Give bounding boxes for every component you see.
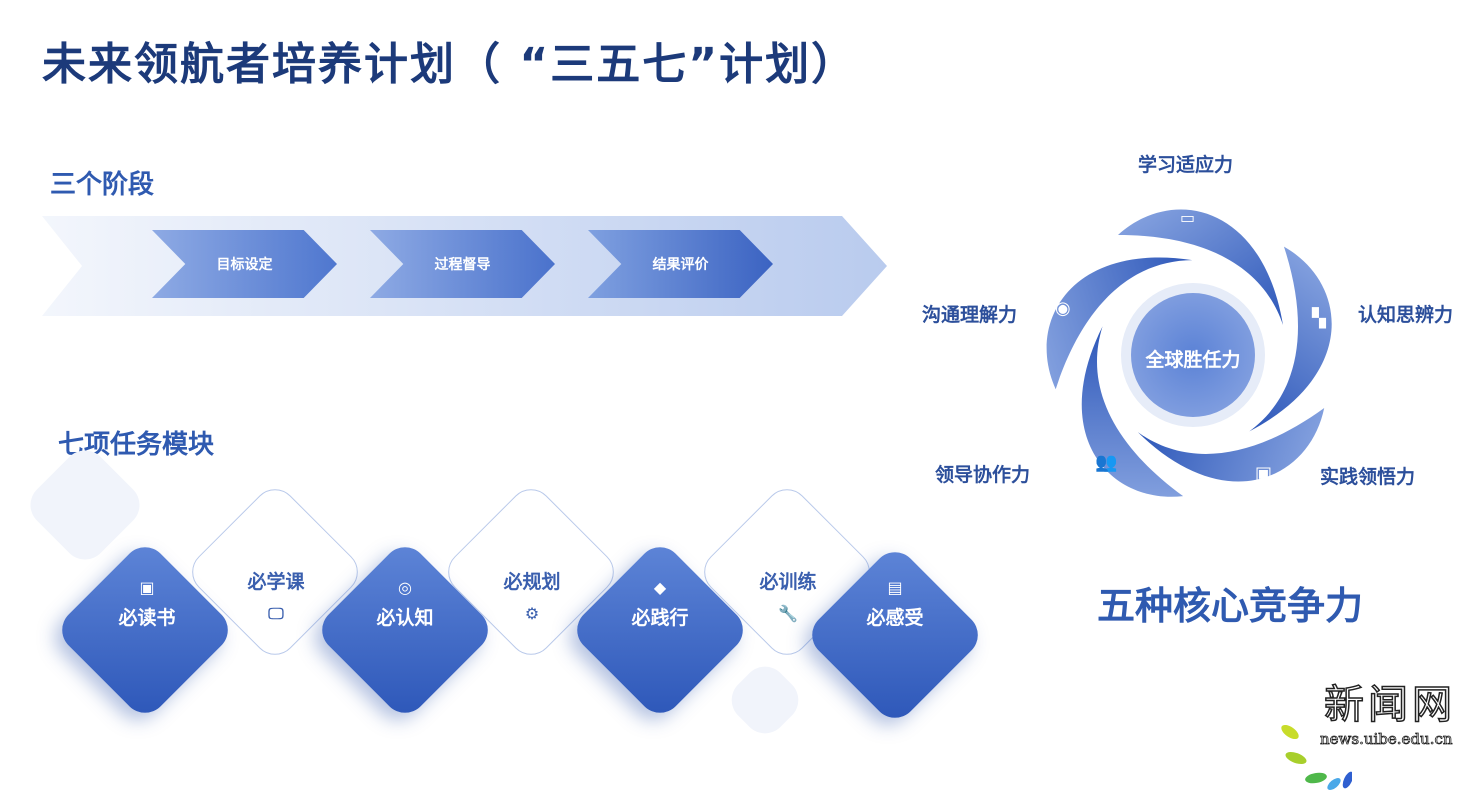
petal xyxy=(1249,246,1332,432)
competency-2: 认知思辨力 xyxy=(1358,304,1454,326)
decor-diamond xyxy=(722,657,808,743)
badge-icon: ▣ xyxy=(1255,463,1273,484)
competency-5: 沟通理解力 xyxy=(922,304,1018,326)
task-3: ◎必认知 xyxy=(345,578,465,630)
gear-icon: ⚙ xyxy=(524,604,540,623)
target-icon: ◎ xyxy=(398,578,412,597)
task-6: 必训练🔧 xyxy=(728,567,848,629)
competency-caption: 五种核心竞争力 xyxy=(1097,584,1364,628)
competency-pinwheel xyxy=(1046,209,1332,497)
document-icon: ▤ xyxy=(887,578,903,597)
chart-icon: ▭ xyxy=(1180,208,1196,227)
stages-heading: 三个阶段 xyxy=(50,170,155,200)
wrench-icon: 🔧 xyxy=(778,604,798,623)
tag-icon: ◆ xyxy=(653,578,667,597)
competency-4: 领导协作力 xyxy=(935,464,1031,486)
task-5: ◆必践行 xyxy=(600,578,720,630)
petal xyxy=(1046,257,1193,390)
news-logo: 新闻网 news.uibe.edu.cn xyxy=(1272,672,1484,800)
leaf-icon xyxy=(1281,724,1352,790)
logo-url: news.uibe.edu.cn xyxy=(1320,730,1453,749)
page-title: 未来领航者培养计划（ “三五七”计划） xyxy=(42,39,858,90)
location-icon: ◉ xyxy=(1055,298,1071,319)
petal xyxy=(1137,407,1325,482)
center-competency: 全球胜任力 xyxy=(1145,349,1241,371)
logo-name: 新闻网 xyxy=(1323,681,1456,729)
competency-3: 实践领悟力 xyxy=(1320,466,1416,488)
users-icon: 👥 xyxy=(1095,452,1118,473)
petal xyxy=(1081,326,1184,497)
task-4: 必规划⚙ xyxy=(472,567,592,629)
task-1: ▣必读书 xyxy=(87,578,207,630)
petal xyxy=(1118,209,1283,325)
competency-1: 学习适应力 xyxy=(1138,154,1234,176)
monitor-icon: 🖵 xyxy=(268,604,284,623)
apps-icon: ▚ xyxy=(1312,308,1326,329)
task-2: 必学课🖵 xyxy=(216,567,336,630)
task-7: ▤必感受 xyxy=(835,578,955,630)
book-icon: ▣ xyxy=(139,578,155,597)
